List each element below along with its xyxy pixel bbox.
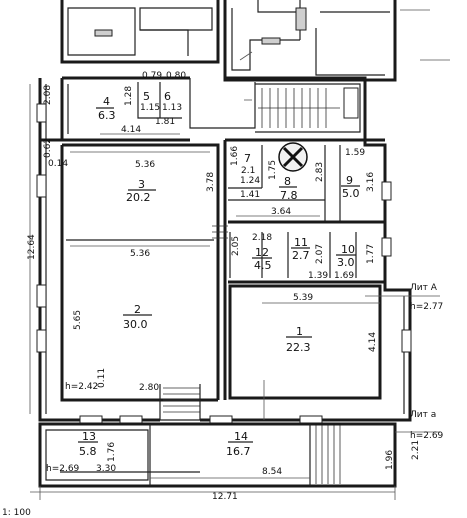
- dim-5-65: 5.65: [73, 310, 83, 330]
- dim-0-80: 0.80: [166, 71, 186, 81]
- dim-0-79: 0.79: [142, 71, 162, 81]
- dim-1-81: 1.81: [155, 117, 175, 127]
- dim-5-36-top: 5.36: [135, 160, 155, 170]
- dim-2-05: 2.05: [231, 236, 241, 256]
- height-note-annex-right: h=2.69: [410, 431, 444, 441]
- interior-walls: [40, 78, 385, 402]
- dim-2-08: 2.08: [43, 85, 53, 105]
- scale-label: 1: 100: [2, 508, 31, 518]
- dim-3-30: 3.30: [96, 464, 116, 474]
- room-3-area: 20.2: [126, 191, 151, 204]
- dim-12-64: 12.64: [27, 234, 37, 260]
- dimension-lines: [29, 84, 440, 479]
- ventilation-fan-icon: [278, 142, 308, 172]
- upper-building: [60, 0, 450, 82]
- room-9-number: 9: [346, 174, 353, 187]
- dim-1-28: 1.28: [124, 86, 134, 106]
- dim-1-76: 1.76: [107, 442, 117, 462]
- room-labels: 4 6.3 5 1.15 6 1.13 3 20.2 2 30.0 7 2.1 …: [78, 90, 360, 458]
- room-6-area: 1.13: [162, 103, 182, 113]
- dim-1-75: 1.75: [268, 160, 278, 180]
- room-14-area: 16.7: [226, 445, 251, 458]
- plan-notes: h=2.42 Лит А h=2.77 Лит а h=2.69 h=2.69 …: [2, 283, 444, 518]
- dim-0-14: 0.14: [48, 159, 68, 169]
- dim-8-54: 8.54: [262, 467, 282, 477]
- lit-a-annex-label: Лит а: [410, 410, 436, 420]
- room-8-area: 7.8: [280, 189, 298, 202]
- room-9-area: 5.0: [342, 187, 360, 200]
- dim-1-24: 1.24: [240, 176, 260, 186]
- room-7-number: 7: [244, 152, 251, 165]
- dim-1-59: 1.59: [345, 148, 365, 158]
- dim-3-78: 3.78: [206, 172, 216, 192]
- dim-1-66: 1.66: [230, 146, 240, 166]
- dim-2-21: 2.21: [411, 440, 421, 460]
- room-8-number: 8: [284, 175, 291, 188]
- dim-12-71: 12.71: [212, 492, 238, 502]
- dim-4-14-top: 4.14: [121, 125, 141, 135]
- dim-2-07: 2.07: [315, 244, 325, 264]
- room-2-area: 30.0: [123, 318, 148, 331]
- dim-4-14-right: 4.14: [368, 332, 378, 352]
- room-10-area: 3.0: [337, 256, 355, 269]
- height-note-main: h=2.42: [65, 382, 98, 392]
- room-1-area: 22.3: [286, 341, 311, 354]
- dim-2-80: 2.80: [139, 383, 159, 393]
- dim-1-69: 1.69: [334, 271, 354, 281]
- room-4-number: 4: [103, 95, 110, 108]
- dim-3-64: 3.64: [271, 207, 291, 217]
- dim-1-39: 1.39: [308, 271, 328, 281]
- dim-3-16: 3.16: [366, 172, 376, 192]
- room-11-area: 2.7: [292, 249, 310, 262]
- dim-5-39: 5.39: [293, 293, 313, 303]
- room-4-area: 6.3: [98, 109, 116, 122]
- height-note-lit-a: h=2.77: [410, 302, 443, 312]
- room-14-number: 14: [234, 430, 248, 443]
- room-7-area: 2.1: [241, 166, 255, 176]
- dim-2-18: 2.18: [252, 233, 272, 243]
- height-note-annex-left: h=2.69: [46, 464, 80, 474]
- room-10-number: 10: [341, 243, 355, 256]
- dim-0-11: 0.11: [97, 368, 107, 388]
- dim-2-83: 2.83: [315, 162, 325, 182]
- stairs: [159, 88, 341, 484]
- room-2-number: 2: [134, 303, 141, 316]
- dimension-labels: 2.08 1.28 0.79 0.80 1.81 4.14 0.62 0.14 …: [27, 71, 421, 502]
- room-6-number: 6: [164, 90, 171, 103]
- annex-walls: [30, 422, 397, 500]
- windows: [36, 87, 412, 425]
- room-12-number: 12: [255, 246, 269, 259]
- room-5-area: 1.15: [140, 103, 160, 113]
- room-12-area: 4.5: [254, 259, 272, 272]
- room-13-area: 5.8: [79, 445, 97, 458]
- dim-1-77: 1.77: [366, 244, 376, 264]
- room-5-number: 5: [143, 90, 150, 103]
- room-11-number: 11: [294, 236, 308, 249]
- dim-0-62: 0.62: [43, 138, 53, 158]
- lit-a-label: Лит А: [410, 283, 438, 293]
- room-3-number: 3: [138, 178, 145, 191]
- dim-1-41: 1.41: [240, 190, 260, 200]
- dim-5-36-mid: 5.36: [130, 249, 150, 259]
- room-13-number: 13: [82, 430, 96, 443]
- room-1-number: 1: [296, 325, 303, 338]
- dim-1-96: 1.96: [385, 450, 395, 470]
